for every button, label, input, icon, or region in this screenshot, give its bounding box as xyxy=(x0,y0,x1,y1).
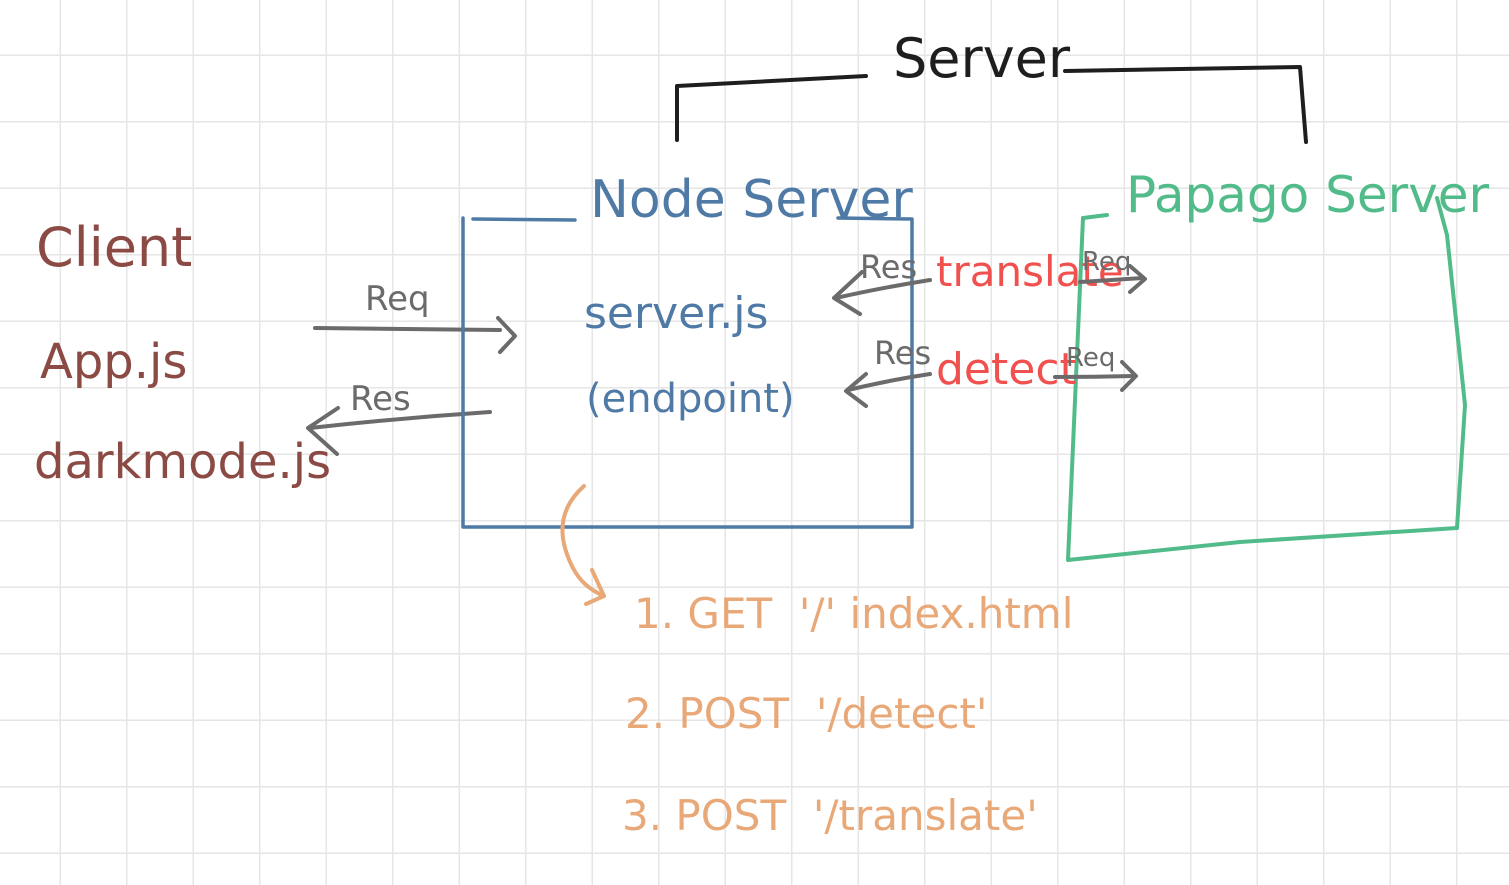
translate-request-label: Req xyxy=(1082,247,1131,277)
node-server-title: Node Server xyxy=(590,170,913,230)
detect-api-label: detect xyxy=(936,344,1077,395)
translate-response-label: Res xyxy=(860,248,917,286)
client-file-darkmode: darkmode.js xyxy=(34,434,331,490)
client-response-label: Res xyxy=(350,379,411,419)
server-group-label: Server xyxy=(893,27,1071,90)
endpoint-hook-arrow xyxy=(560,484,606,606)
translate-request-arrow xyxy=(1078,264,1147,294)
client-request-label: Req xyxy=(365,279,430,319)
client-file-app: App.js xyxy=(40,334,187,390)
node-server-file: server.js xyxy=(584,288,768,339)
endpoint-get-index: 1. GET '/' index.html xyxy=(634,589,1073,638)
endpoint-post-detect: 2. POST '/detect' xyxy=(625,689,987,738)
papago-server-box xyxy=(1066,196,1467,562)
detect-response-label: Res xyxy=(874,334,931,372)
translate-response-arrow xyxy=(832,270,932,316)
papago-server-title: Papago Server xyxy=(1126,166,1490,224)
client-request-arrow xyxy=(313,316,517,354)
client-title: Client xyxy=(36,216,192,279)
detect-response-arrow xyxy=(844,372,932,408)
detect-request-label: Req xyxy=(1066,343,1115,373)
node-server-box xyxy=(461,216,914,529)
node-server-subtitle: (endpoint) xyxy=(586,376,795,422)
server-bracket xyxy=(675,65,1308,144)
client-response-arrow xyxy=(306,406,492,456)
translate-api-label: translate xyxy=(936,247,1124,296)
endpoint-post-translate: 3. POST '/translate' xyxy=(622,791,1038,840)
detect-request-arrow xyxy=(1053,360,1138,392)
